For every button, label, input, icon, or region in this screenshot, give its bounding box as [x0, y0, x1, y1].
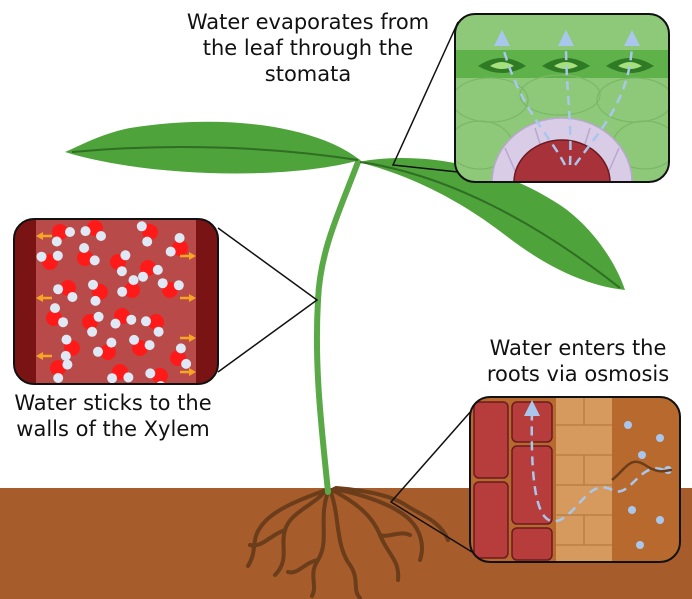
hydrogen-atom [142, 236, 153, 247]
xylem-wall-right [196, 219, 218, 384]
hydrogen-atom [90, 295, 101, 306]
hydrogen-atom [61, 334, 72, 345]
hydrogen-atom [53, 373, 64, 383]
oxygen-atom [148, 314, 164, 330]
xylem-inset-border [13, 218, 219, 385]
oxygen-atom [52, 224, 68, 240]
osmosis-inset-border [469, 396, 681, 563]
hydrogen-atom [126, 314, 137, 325]
hydrogen-atom [89, 255, 100, 266]
hydrogen-atom [175, 343, 186, 354]
osmosis-path-arrowhead [524, 400, 540, 416]
hydrogen-atom [145, 368, 156, 379]
hydrogen-atom [52, 250, 63, 261]
vapor-paths [500, 43, 634, 166]
osmosis-inset [469, 396, 681, 563]
hydrogen-atom [106, 337, 117, 348]
hydrogen-atom [79, 243, 90, 253]
adhesion-arrowhead [189, 294, 196, 302]
oxygen-atom [50, 360, 66, 376]
hydrogen-atom [117, 286, 128, 297]
hydrogen-atom [51, 236, 62, 247]
root-hair [611, 460, 673, 481]
hydrogen-atom [62, 359, 73, 370]
hydrogen-atom [152, 264, 163, 275]
hydrogen-atom [120, 250, 131, 261]
hydrogen-atom [157, 278, 168, 289]
xylem-adhesion-caption: Water sticks to the walls of the Xylem [14, 391, 212, 441]
vapor-arrowheads [494, 30, 640, 46]
hydrogen-atom [181, 358, 192, 369]
hydrogen-atom [53, 284, 64, 295]
hydrogen-atom [165, 246, 176, 257]
hydrogen-atom [87, 326, 98, 337]
cortex-cells [556, 397, 612, 546]
hydrogen-atom [36, 251, 47, 262]
hydrogen-atom [173, 280, 184, 291]
oxygen-atom [124, 282, 140, 298]
hydrogen-atom [96, 231, 106, 241]
xylem-wall-left [14, 219, 36, 384]
right-leaf-vein [359, 161, 621, 289]
hydrogen-atom [58, 317, 69, 328]
adhesion-arrowhead [189, 368, 196, 376]
adhesion-arrowhead [189, 334, 196, 342]
adhesion-arrows [36, 232, 196, 376]
stomata-openings [478, 58, 654, 73]
adhesion-arrowhead [36, 232, 43, 240]
oxygen-atom [172, 240, 188, 256]
roots [246, 486, 450, 599]
osmosis-path [530, 409, 665, 523]
right-leaf [358, 157, 625, 290]
hydrogen-atom [65, 227, 75, 237]
hydrogen-atom [144, 340, 155, 351]
xylem-inset [13, 218, 219, 385]
hydrogen-atom [93, 346, 103, 357]
root-osmosis-caption: Water enters the roots via osmosis [486, 336, 670, 386]
adhesion-arrowhead [36, 294, 43, 302]
hydrogen-atom [141, 316, 151, 327]
leaf-evaporation-caption: Water evaporates from the leaf through t… [186, 10, 430, 86]
oxygen-atom [100, 344, 116, 360]
hydrogen-atom [88, 279, 98, 290]
hydrogen-atom [174, 233, 185, 243]
hydrogen-atom [110, 318, 121, 329]
oxygen-atom [46, 310, 62, 326]
callout-lines [217, 21, 473, 553]
leaf-cell [519, 74, 601, 116]
adhesion-arrowhead [189, 252, 196, 260]
hydrogen-atom [67, 292, 78, 302]
hydrogen-atom [128, 275, 139, 286]
hydrogen-atom [80, 226, 91, 237]
hydrogen-atom [50, 303, 60, 314]
hydrogen-atom [136, 221, 147, 232]
oxygen-atom [60, 280, 76, 296]
hydrogen-atom [138, 271, 148, 282]
stomata-inset-border [454, 13, 670, 183]
hydrogen-atom [129, 334, 140, 345]
oxygen-atom [152, 368, 168, 384]
hydrogen-atom [93, 311, 104, 322]
hydrogen-atom [153, 326, 164, 337]
left-leaf-vein [71, 145, 359, 161]
hydrogen-atom [107, 373, 118, 384]
hydrogen-atom [123, 372, 134, 383]
oxygen-atom [77, 250, 93, 266]
stomata-inset [454, 13, 670, 183]
hydrogen-atom [116, 266, 127, 277]
stem [313, 159, 361, 495]
hydrogen-atom [60, 350, 71, 361]
adhesion-arrowhead [36, 352, 43, 360]
